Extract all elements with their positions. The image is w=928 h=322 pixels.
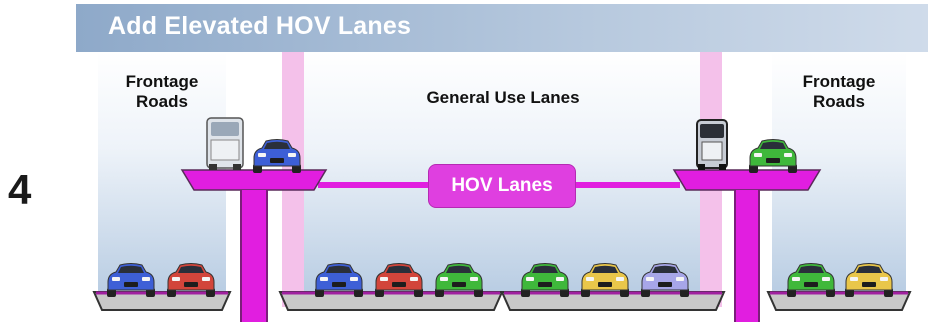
elevated-deck-right xyxy=(672,169,822,191)
step-number: 4 xyxy=(8,166,32,213)
general-use-lanes-label: General Use Lanes xyxy=(426,88,580,107)
car-yellow-icon xyxy=(581,263,629,297)
diagram-title: Add Elevated HOV Lanes xyxy=(108,12,412,40)
frontage-roads-label-right: Frontage Roads xyxy=(802,72,876,111)
hov-lanes-label: HOV Lanes xyxy=(428,164,576,208)
car-lavender-icon xyxy=(641,263,689,297)
car-green-icon xyxy=(521,263,569,297)
bus-icon xyxy=(696,119,728,170)
support-pier-right xyxy=(734,190,760,322)
support-pier-left xyxy=(240,190,268,322)
car-yellow-icon xyxy=(845,263,893,297)
car-green-icon xyxy=(749,139,797,173)
car-blue-icon xyxy=(315,263,363,297)
car-blue-icon xyxy=(107,263,155,297)
bus-icon xyxy=(206,117,244,170)
frontage-roads-label-left: Frontage Roads xyxy=(125,72,199,111)
car-blue-icon xyxy=(253,139,301,173)
title-bar xyxy=(76,4,928,52)
car-green-icon xyxy=(787,263,835,297)
elevated-deck-left xyxy=(180,169,328,191)
car-red-icon xyxy=(375,263,423,297)
car-green-icon xyxy=(435,263,483,297)
car-red-icon xyxy=(167,263,215,297)
